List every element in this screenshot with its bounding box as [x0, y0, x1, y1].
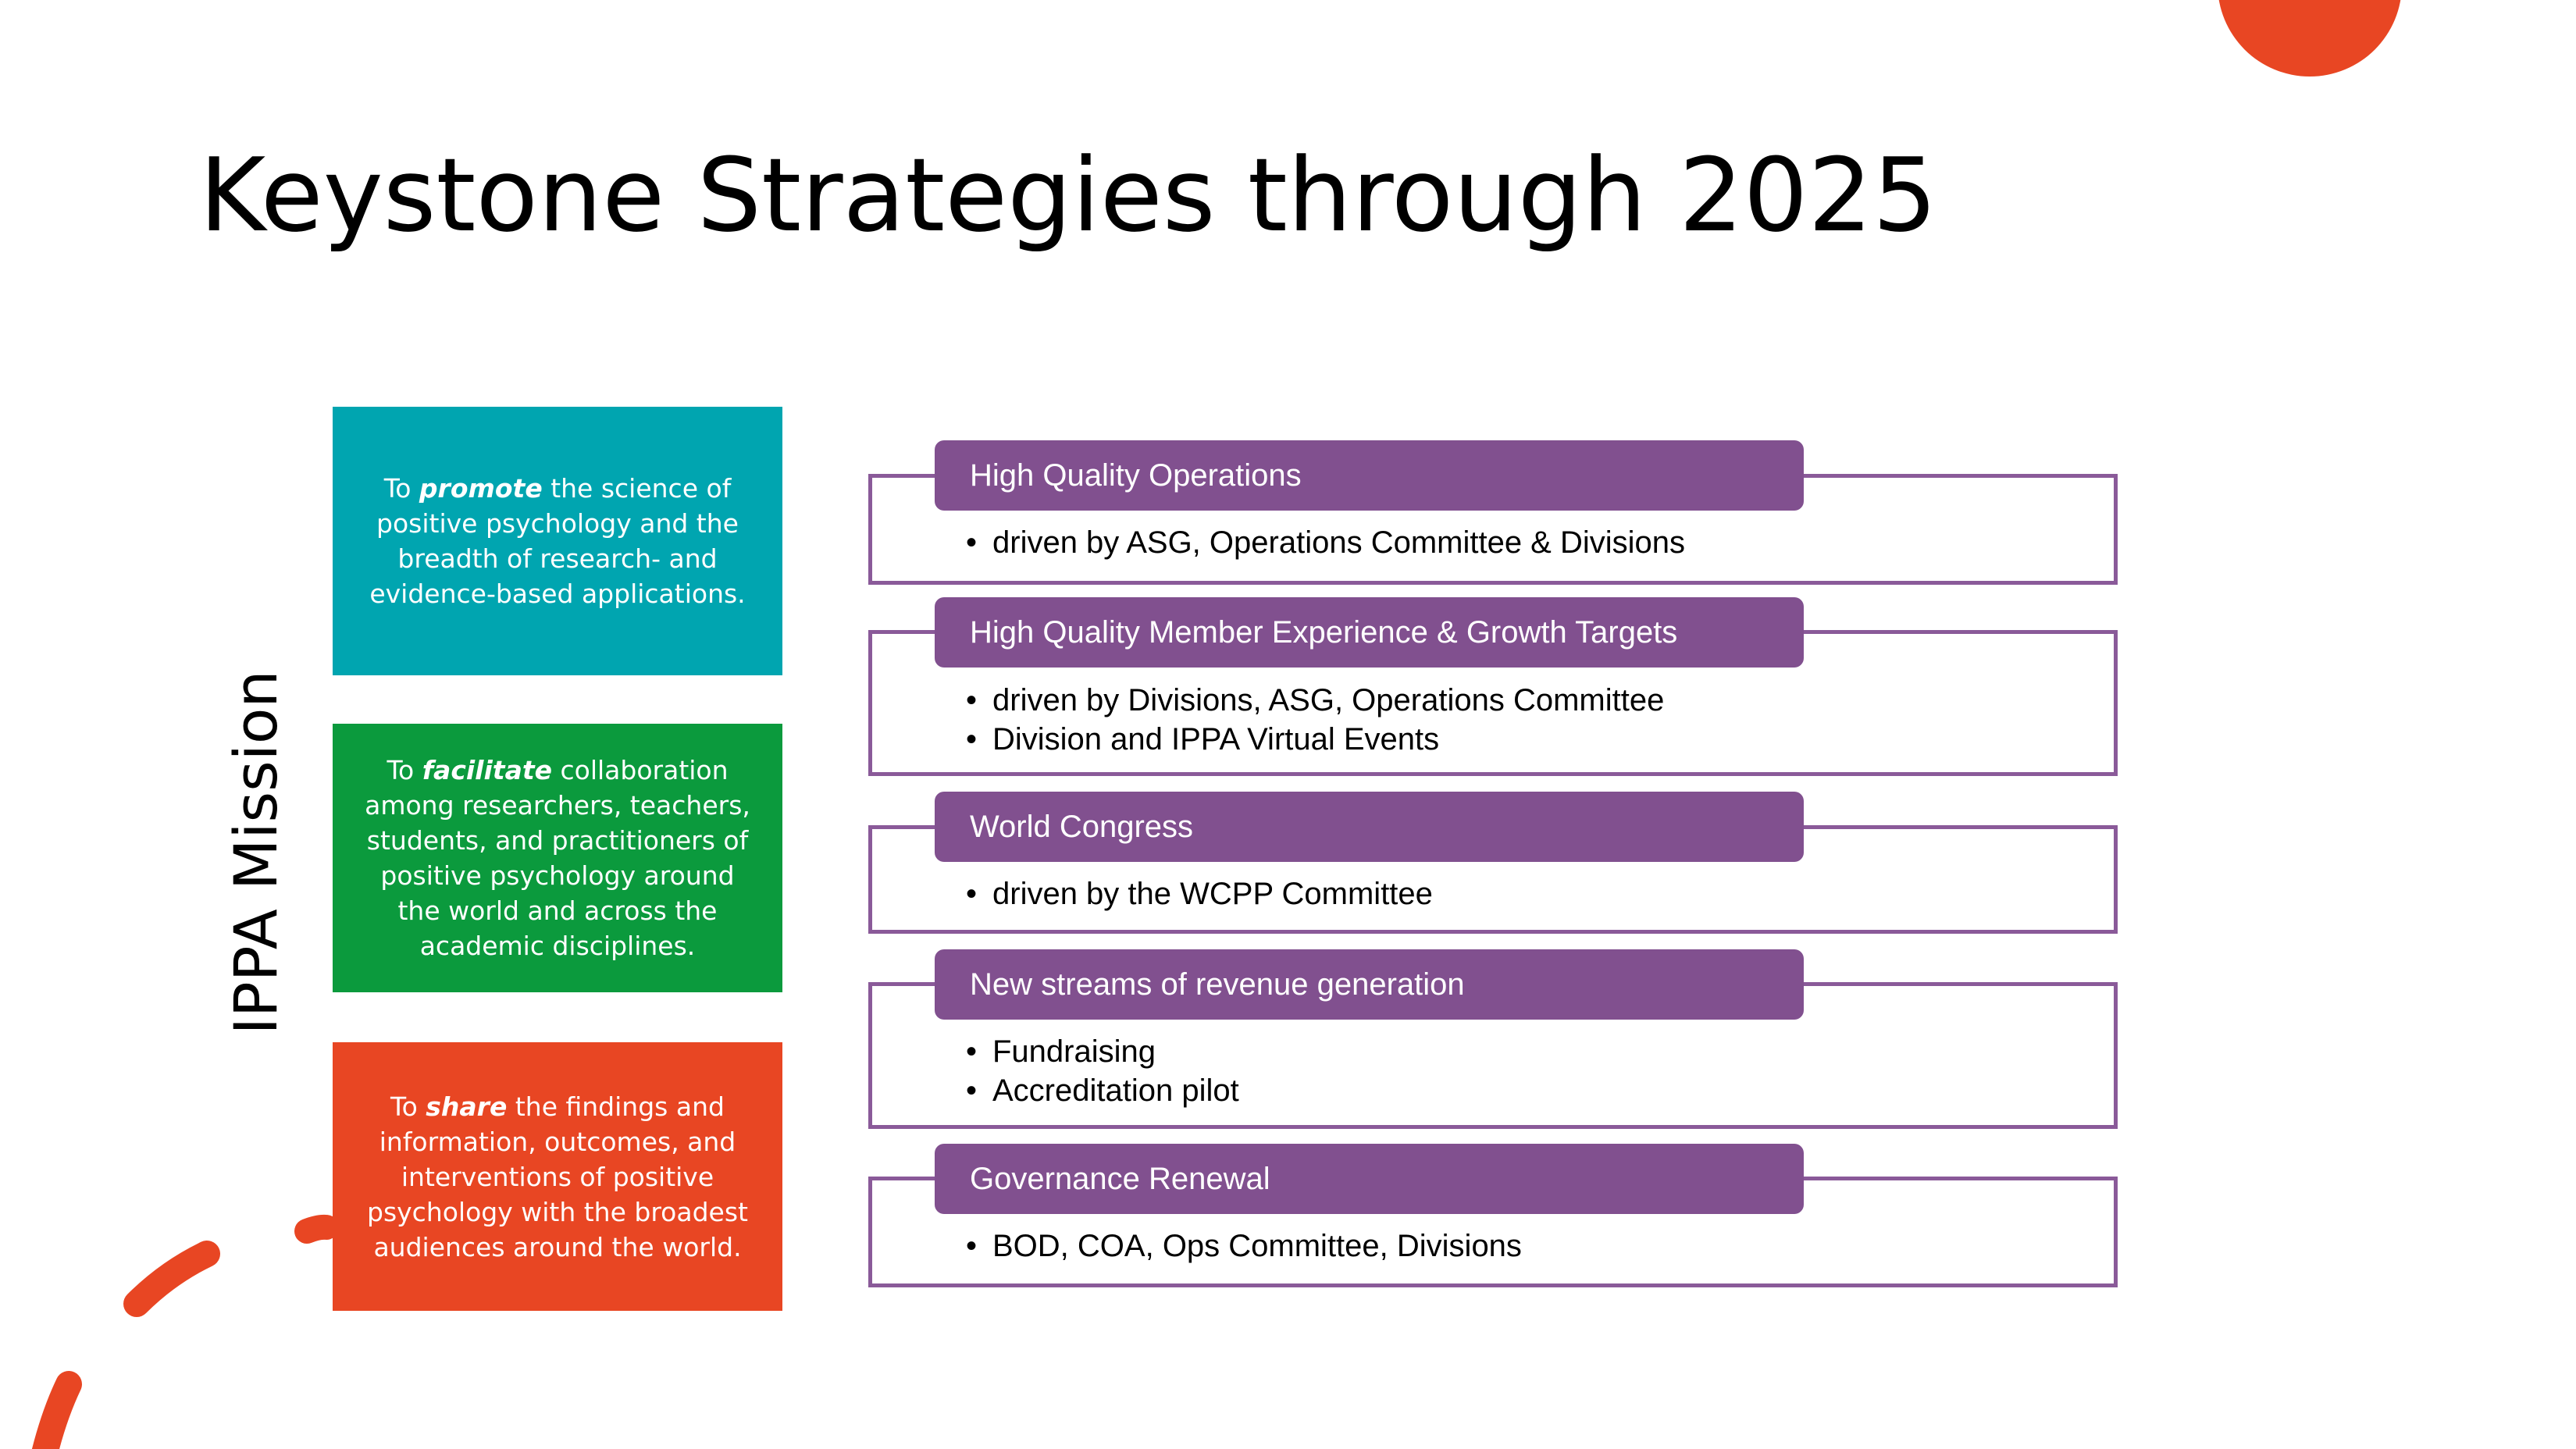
orange-circle-shape [2218, 0, 2402, 77]
strategy-bullet: Fundraising [966, 1032, 1239, 1071]
mission-vertical-label: IPPA Mission [226, 670, 286, 1034]
strategy-bullets-world-congress: driven by the WCPP Committee [966, 874, 1433, 913]
mission-box-promote: To promote the science of positive psych… [333, 407, 782, 675]
strategy-bullet: Accreditation pilot [966, 1071, 1239, 1110]
strategy-bullets-revenue: Fundraising Accreditation pilot [966, 1032, 1239, 1110]
mission-emphasis: share [426, 1091, 507, 1122]
strategy-bullet: Division and IPPA Virtual Events [966, 720, 1664, 759]
orange-swoosh-dash-3 [43, 1384, 69, 1449]
mission-prefix: To [384, 473, 419, 504]
strategy-header-member-experience: High Quality Member Experience & Growth … [935, 597, 1804, 668]
mission-emphasis: promote [419, 473, 543, 504]
mission-emphasis: facilitate [422, 755, 552, 785]
strategy-bullet: driven by Divisions, ASG, Operations Com… [966, 681, 1664, 720]
slide-title: Keystone Strategies through 2025 [199, 144, 1937, 246]
mission-box-share: To share the findings and information, o… [333, 1042, 782, 1311]
strategy-header-world-congress: World Congress [935, 792, 1804, 862]
strategy-bullet: driven by ASG, Operations Committee & Di… [966, 523, 1685, 562]
mission-box-facilitate: To facilitate collaboration among resear… [333, 724, 782, 992]
strategy-bullets-member-experience: driven by Divisions, ASG, Operations Com… [966, 681, 1664, 759]
mission-prefix: To [390, 1091, 426, 1122]
strategy-bullets-operations: driven by ASG, Operations Committee & Di… [966, 523, 1685, 562]
mission-prefix: To [387, 755, 422, 785]
strategy-bullet: driven by the WCPP Committee [966, 874, 1433, 913]
orange-swoosh-dash-1 [307, 1227, 326, 1231]
strategy-bullets-governance: BOD, COA, Ops Committee, Divisions [966, 1226, 1522, 1266]
mission-text-promote: To promote the science of positive psych… [356, 471, 759, 611]
strategy-header-governance: Governance Renewal [935, 1144, 1804, 1214]
mission-text-share: To share the findings and information, o… [356, 1089, 759, 1265]
mission-text-facilitate: To facilitate collaboration among resear… [356, 753, 759, 963]
strategy-header-operations: High Quality Operations [935, 440, 1804, 511]
strategy-header-revenue: New streams of revenue generation [935, 949, 1804, 1020]
orange-swoosh-dash-2 [137, 1254, 207, 1304]
mission-body: collaboration among researchers, teacher… [365, 755, 750, 961]
strategy-bullet: BOD, COA, Ops Committee, Divisions [966, 1226, 1522, 1266]
